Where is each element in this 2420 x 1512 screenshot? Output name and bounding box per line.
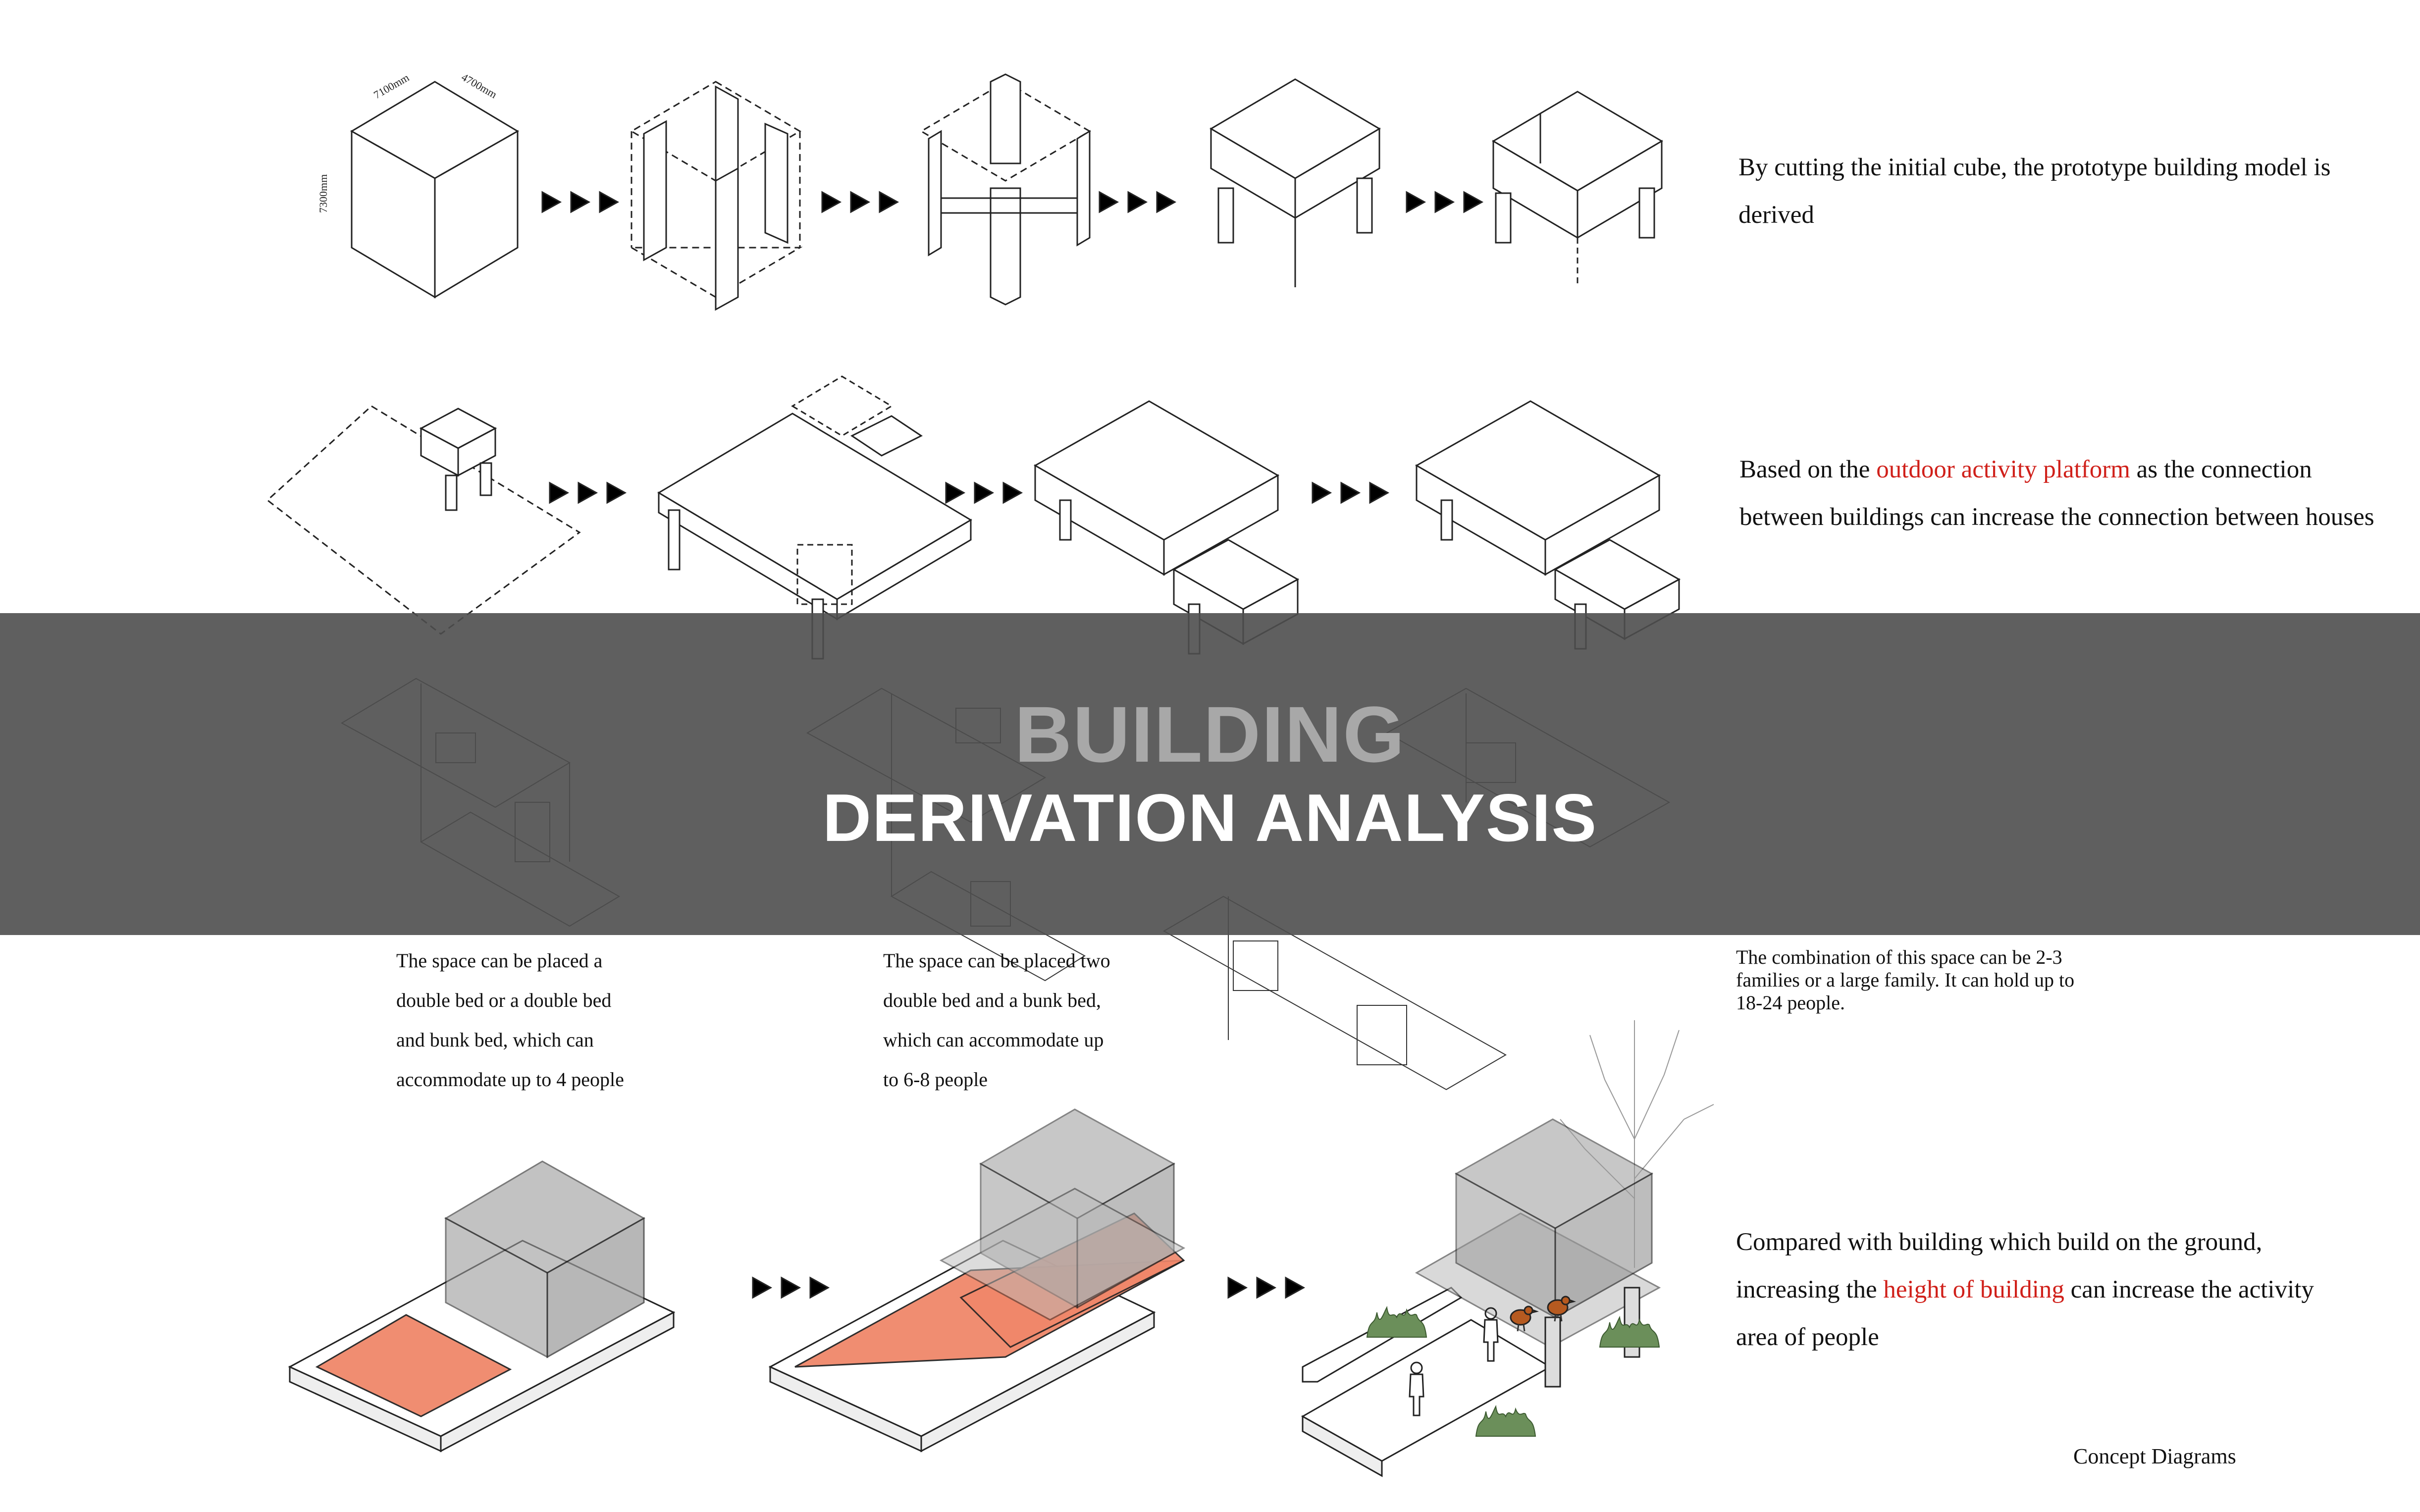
row3-note-combined: The combination of this space can be 2-3… xyxy=(1736,946,2075,1014)
top-volume-cube xyxy=(1210,78,1381,287)
row4-description: Compared with building which build on th… xyxy=(1736,1218,2330,1361)
title-banner: BUILDING DERIVATION ANALYSIS xyxy=(0,613,2420,935)
banner-title-line2: DERIVATION ANALYSIS xyxy=(822,780,1598,855)
row1-diagrams: 7300mm 7100mm 4700mm xyxy=(317,71,1663,311)
ground-building xyxy=(288,1160,676,1453)
row1-description: By cutting the initial cube, the prototy… xyxy=(1738,154,2331,229)
row3-note-double: The space can be placed two double bed a… xyxy=(883,949,1110,1091)
frame-cube xyxy=(920,73,1091,306)
svg-text:7100mm: 7100mm xyxy=(371,71,411,102)
row2-description-start: Based on the xyxy=(1739,456,1877,483)
single-house-on-platform xyxy=(266,405,581,635)
row4-diagrams xyxy=(288,1020,1714,1477)
cluster-solid xyxy=(1033,400,1300,655)
row2-description: Based on the outdoor activity platform a… xyxy=(1739,446,2383,541)
banner-title-line1: BUILDING xyxy=(1014,690,1406,779)
prototype-cube xyxy=(1492,91,1663,287)
row4-description-end: can increase the activity area of people xyxy=(1736,1276,2314,1351)
row2-highlight: outdoor activity platform xyxy=(1876,456,2130,483)
elevated-building xyxy=(768,1108,1186,1453)
elevated-building-with-people xyxy=(1301,1020,1714,1477)
cluster-final xyxy=(1415,400,1681,650)
row4-highlight: height of building xyxy=(1883,1276,2064,1303)
row3-note-single: The space can be placed a double bed or … xyxy=(396,949,624,1091)
svg-text:7300mm: 7300mm xyxy=(317,174,329,213)
row2-description-end: as the connection between buildings can … xyxy=(1739,456,2374,531)
figure-caption: Concept Diagrams xyxy=(2073,1444,2236,1468)
row4-description-start: Compared with building which build on th… xyxy=(1736,1228,2262,1303)
initial-cube: 7300mm 7100mm 4700mm xyxy=(317,71,519,299)
column-cut-cube xyxy=(629,81,803,311)
svg-text:4700mm: 4700mm xyxy=(460,71,499,101)
